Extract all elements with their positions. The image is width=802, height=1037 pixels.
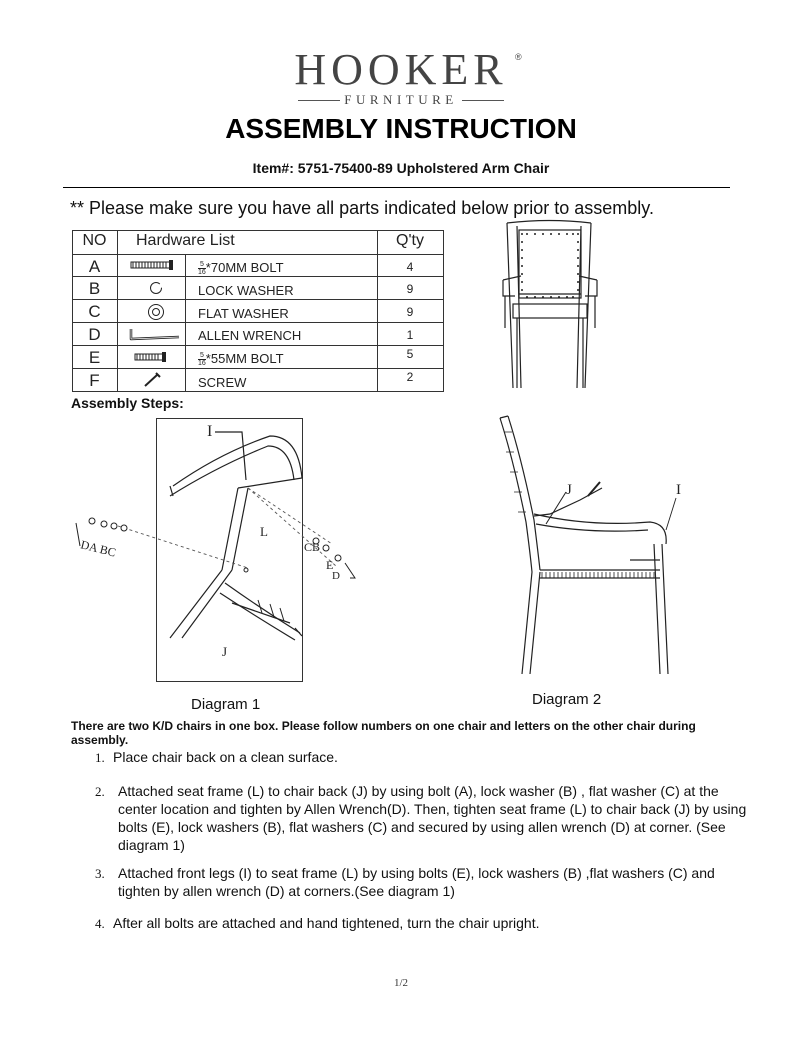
screw-icon bbox=[144, 372, 161, 387]
step-number: 3. bbox=[95, 866, 105, 881]
page-title: ASSEMBLY INSTRUCTION bbox=[225, 113, 577, 144]
diagram-1-caption: Diagram 1 bbox=[191, 696, 261, 713]
brand-sub-text: FURNITURE bbox=[344, 92, 458, 107]
step-3: 3. Attached front legs (I) to seat frame… bbox=[95, 864, 745, 899]
label-i: I bbox=[676, 482, 681, 498]
table-row-line bbox=[72, 276, 444, 277]
row-no: D bbox=[88, 325, 101, 344]
label-i: I bbox=[207, 423, 212, 440]
row-qty: 9 bbox=[406, 305, 414, 319]
row-desc: SCREW bbox=[198, 375, 247, 390]
brand-logo: HOOKER bbox=[294, 45, 508, 94]
step-2: 2. Attached seat frame (L) to chair back… bbox=[95, 782, 746, 853]
table-col-divider-3 bbox=[377, 230, 378, 392]
table-border-bottom bbox=[72, 391, 444, 392]
label-d: D bbox=[332, 570, 340, 582]
row-no: F bbox=[89, 371, 100, 390]
step-text: Attached front legs (I) to seat frame (L… bbox=[118, 865, 715, 899]
step-number: 4. bbox=[95, 916, 105, 931]
table-col-divider-2 bbox=[185, 254, 186, 392]
label-e: E bbox=[326, 558, 333, 572]
label-left-parts: DA BC bbox=[79, 537, 117, 559]
row-qty: 9 bbox=[406, 282, 414, 296]
step-number: 1. bbox=[95, 750, 105, 765]
registered-mark: ® bbox=[515, 52, 522, 62]
assembly-steps-heading: Assembly Steps: bbox=[71, 395, 184, 411]
flat-washer-icon bbox=[148, 304, 164, 320]
header-qty: Q'ty bbox=[396, 232, 424, 249]
table-row-line bbox=[72, 254, 444, 255]
row-desc: FLAT WASHER bbox=[198, 306, 289, 321]
table-border-right bbox=[443, 230, 444, 392]
bolt-long-icon bbox=[130, 260, 173, 270]
step-1: 1. Place chair back on a clean surface. bbox=[95, 748, 745, 767]
row-no: A bbox=[88, 257, 101, 276]
row-no: E bbox=[88, 348, 101, 367]
bolt-short-icon bbox=[134, 352, 166, 362]
row-desc: LOCK WASHER bbox=[198, 283, 294, 298]
row-qty: 5 bbox=[406, 347, 414, 361]
diagram-1-illustration: I L J CB E D DA BC bbox=[75, 423, 356, 659]
page-number: 1/2 bbox=[393, 977, 409, 989]
header-divider bbox=[63, 187, 730, 188]
step-number: 2. bbox=[95, 784, 105, 799]
header-hardware-list: Hardware List bbox=[136, 232, 235, 249]
diagram-1-frame bbox=[156, 418, 303, 682]
diagram-2-illustration: J I bbox=[499, 415, 681, 675]
table-border-left bbox=[72, 230, 73, 392]
subtitle-line-left bbox=[298, 99, 341, 101]
lock-washer-icon bbox=[150, 282, 162, 294]
step-text: Attached seat frame (L) to chair back (J… bbox=[118, 783, 747, 853]
subtitle-line-right bbox=[461, 99, 504, 101]
label-j: J bbox=[222, 644, 227, 659]
label-cb: CB bbox=[304, 540, 320, 554]
row-no: B bbox=[88, 279, 101, 298]
row-qty: 2 bbox=[406, 370, 414, 384]
table-col-divider-1 bbox=[117, 230, 118, 392]
row-qty: 4 bbox=[406, 260, 414, 274]
table-row-line bbox=[72, 345, 444, 346]
item-number: Item#: 5751-75400-89 Upholstered Arm Cha… bbox=[252, 160, 550, 176]
chair-front-illustration bbox=[502, 219, 598, 389]
table-border-top bbox=[72, 230, 444, 231]
intro-note: There are two K/D chairs in one box. Ple… bbox=[71, 719, 696, 747]
allen-wrench-icon bbox=[129, 329, 180, 341]
header-no: NO bbox=[82, 232, 107, 249]
step-4: 4. After all bolts are attached and hand… bbox=[95, 914, 745, 933]
row-desc: ALLEN WRENCH bbox=[198, 328, 302, 343]
step-text: Place chair back on a clean surface. bbox=[113, 749, 338, 765]
label-j: J bbox=[566, 482, 572, 498]
label-l: L bbox=[260, 524, 268, 539]
table-row-line bbox=[72, 322, 444, 323]
table-row-line bbox=[72, 368, 444, 369]
step-text: After all bolts are attached and hand ti… bbox=[113, 915, 540, 931]
table-row-line bbox=[72, 299, 444, 300]
parts-notice: ** Please make sure you have all parts i… bbox=[70, 198, 654, 218]
brand-subtitle: FURNITURE bbox=[0, 92, 802, 108]
row-no: C bbox=[88, 302, 101, 321]
diagram-2-caption: Diagram 2 bbox=[532, 691, 602, 708]
row-qty: 1 bbox=[406, 328, 414, 342]
